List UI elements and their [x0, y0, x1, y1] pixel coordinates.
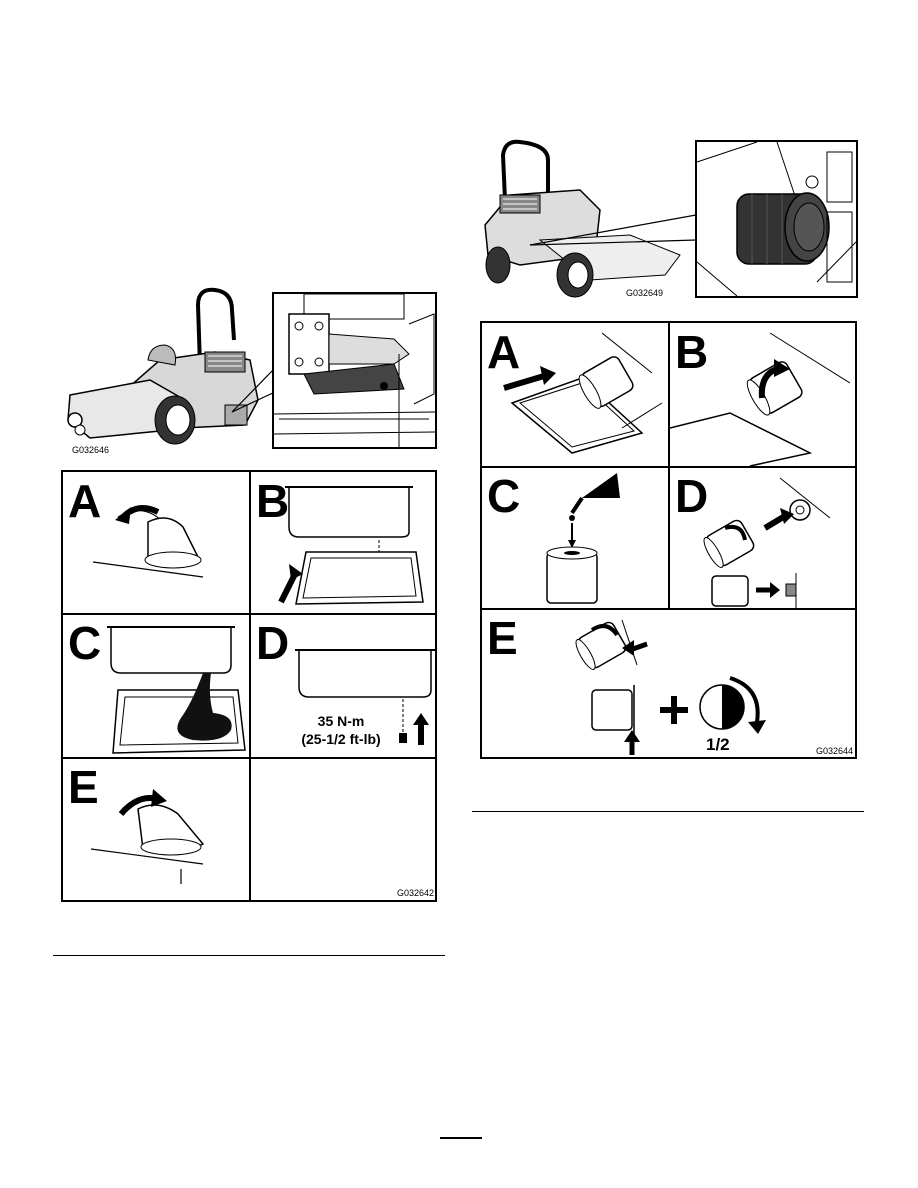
page-number-rule	[440, 1137, 482, 1139]
filter-steps-figure: A B C D	[480, 321, 857, 759]
grid-divider	[63, 757, 435, 759]
figure-id-g032649: G032649	[626, 288, 664, 298]
step-label-c: C	[68, 617, 102, 669]
oil-pan-detail-illustration	[273, 293, 436, 447]
filter-step-c-illustration	[546, 473, 620, 604]
oil-filter-detail-inset	[695, 140, 858, 298]
filter-step-label-c: C	[487, 470, 521, 522]
filter-step-e-illustration	[575, 619, 766, 755]
torque-metric: 35 N-m	[317, 713, 365, 729]
step-label-d: D	[256, 617, 290, 669]
half-turn-label: 1/2	[706, 735, 730, 754]
section-divider	[472, 811, 864, 812]
step-b-illustration	[278, 486, 424, 605]
torque-spec: 35 N-m (25-1/2 ft-lb)	[281, 712, 401, 748]
filter-step-label-a: A	[487, 326, 521, 378]
step-e-illustration	[90, 789, 205, 884]
filter-step-a-illustration	[503, 332, 663, 454]
step-label-b: B	[256, 475, 290, 527]
grid-divider	[482, 466, 855, 468]
torque-imperial: (25-1/2 ft-lb)	[301, 731, 381, 747]
step-d-illustration	[295, 649, 435, 745]
filter-step-d-illustration	[703, 477, 831, 608]
section-divider	[53, 955, 445, 956]
filter-step-b-illustration	[669, 332, 851, 467]
step-label-e: E	[68, 761, 99, 813]
step-a-illustration	[92, 505, 204, 578]
filter-step-label-b: B	[675, 326, 709, 378]
filter-step-label-e: E	[487, 612, 518, 664]
figure-id-g032646: G032646	[72, 445, 110, 455]
figure-id-g032644: G032644	[816, 746, 854, 756]
grid-divider	[63, 613, 435, 615]
grid-divider	[249, 472, 251, 900]
filter-step-label-d: D	[675, 470, 709, 522]
step-label-a: A	[68, 475, 102, 527]
drain-steps-figure: A B C D 35 N-m (25-1/2 ft-l	[61, 470, 437, 902]
oil-filter-detail-illustration	[696, 141, 857, 297]
oil-pan-detail-inset	[272, 292, 437, 449]
figure-id-g032642: G032642	[397, 888, 435, 898]
grid-divider	[482, 608, 855, 610]
step-c-illustration	[107, 626, 246, 754]
